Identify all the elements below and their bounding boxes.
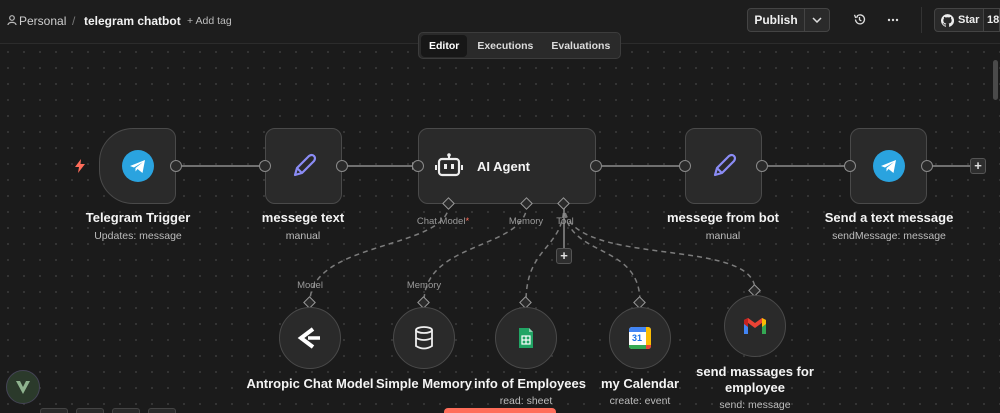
output-port[interactable] — [170, 160, 182, 172]
node-my-calendar[interactable]: 31 — [609, 307, 671, 369]
node-ai-agent[interactable]: AI Agent — [418, 128, 596, 204]
view-tabs: Editor Executions Evaluations — [418, 32, 622, 59]
memory-label: Memory — [406, 280, 442, 291]
connection-tool-calendar — [563, 203, 641, 303]
node-title: messege text — [261, 210, 345, 225]
tab-editor[interactable]: Editor — [421, 34, 468, 57]
output-port[interactable] — [590, 160, 602, 172]
output-port[interactable] — [336, 160, 348, 172]
publish-button[interactable]: Publish — [747, 8, 805, 32]
github-star-button[interactable]: Star — [934, 8, 984, 32]
divider — [921, 7, 922, 33]
workflow-name[interactable]: telegram chatbot — [84, 14, 181, 28]
telegram-icon — [121, 150, 154, 182]
chat-model-port-label: Chat Model* — [416, 216, 470, 227]
node-messege-text[interactable] — [265, 128, 342, 204]
history-icon[interactable] — [853, 13, 866, 26]
node-subtitle: manual — [285, 230, 321, 242]
node-title: my Calendar — [600, 376, 680, 391]
assistant-avatar[interactable] — [6, 370, 40, 404]
execute-workflow-button[interactable] — [444, 408, 556, 413]
node-subtitle: create: event — [609, 395, 671, 407]
node-title: Telegram Trigger — [85, 210, 191, 225]
node-title: Antropic Chat Model — [246, 376, 374, 391]
canvas-scrollbar[interactable] — [993, 60, 998, 100]
robot-icon — [435, 153, 463, 177]
anthropic-icon — [297, 327, 320, 349]
node-subtitle: send: message — [719, 399, 791, 411]
zoom-to-fit-button[interactable] — [40, 408, 68, 413]
node-title: messege from bot — [667, 210, 779, 225]
trigger-bolt-icon — [75, 159, 85, 173]
node-title: AI Agent — [477, 158, 530, 174]
add-node-button[interactable]: + — [970, 158, 986, 174]
logo-icon — [16, 381, 30, 394]
node-subtitle: read: sheet — [499, 395, 553, 407]
pencil-icon — [713, 153, 736, 177]
node-title-line1: send massages for — [696, 364, 814, 379]
node-title: Simple Memory — [375, 376, 473, 391]
input-port[interactable] — [844, 160, 856, 172]
google-sheets-icon — [519, 328, 533, 348]
node-title: info of Employees — [474, 376, 586, 391]
input-port[interactable] — [679, 160, 691, 172]
add-tag-button[interactable]: + Add tag — [187, 15, 232, 27]
node-subtitle: Updates: message — [94, 230, 182, 242]
tab-executions[interactable]: Executions — [477, 39, 534, 52]
connection-tool-sheets — [525, 203, 565, 303]
node-simple-memory[interactable] — [393, 307, 455, 369]
model-label: Model — [297, 280, 323, 291]
node-title: Send a text message — [824, 210, 954, 225]
github-star-label: Star — [958, 14, 980, 26]
chevron-down-icon — [812, 17, 822, 23]
pencil-icon — [293, 153, 316, 177]
node-title-line2: employee — [725, 380, 785, 395]
more-options-icon[interactable] — [887, 18, 899, 22]
reset-zoom-button[interactable] — [148, 408, 176, 413]
zoom-in-button[interactable] — [76, 408, 104, 413]
tool-port-label: Tool — [556, 216, 574, 227]
add-tool-button[interactable]: + — [556, 248, 572, 264]
google-calendar-icon: 31 — [629, 327, 651, 349]
memory-port-label: Memory — [508, 216, 544, 227]
input-port[interactable] — [259, 160, 271, 172]
node-telegram-trigger[interactable] — [99, 128, 176, 204]
github-icon — [941, 13, 954, 27]
node-info-of-employees[interactable] — [495, 307, 557, 369]
publish-options-button[interactable] — [804, 8, 830, 32]
node-antropic-chat-model[interactable] — [279, 307, 341, 369]
output-port[interactable] — [921, 160, 933, 172]
node-messege-from-bot[interactable] — [685, 128, 762, 204]
node-send-text-message[interactable] — [850, 128, 927, 204]
breadcrumb-workspace[interactable]: Personal — [19, 14, 67, 28]
input-port[interactable] — [412, 160, 424, 172]
zoom-out-button[interactable] — [112, 408, 140, 413]
output-port[interactable] — [756, 160, 768, 172]
breadcrumb-separator: / — [72, 14, 76, 28]
node-subtitle: manual — [705, 230, 741, 242]
user-icon — [7, 15, 17, 26]
node-send-massages[interactable] — [724, 295, 786, 357]
tab-evaluations[interactable]: Evaluations — [551, 39, 611, 52]
node-subtitle: sendMessage: message — [832, 230, 946, 242]
gmail-icon — [744, 318, 766, 334]
telegram-icon — [872, 150, 905, 182]
database-icon — [415, 326, 433, 350]
